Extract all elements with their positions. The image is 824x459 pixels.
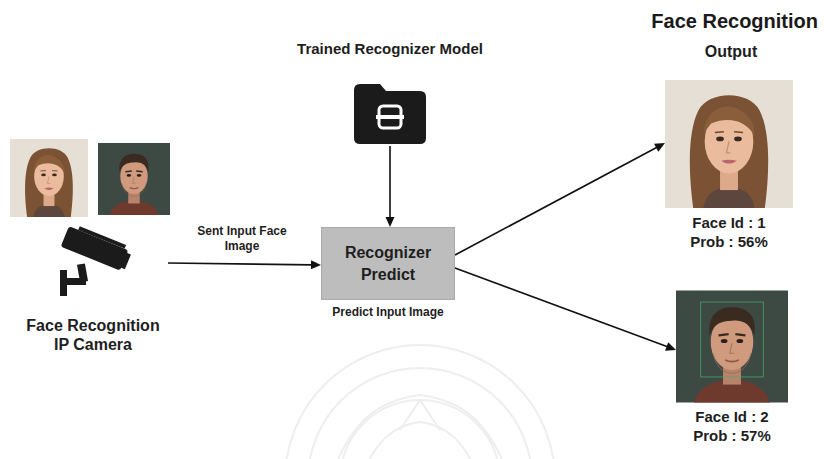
input-face-woman <box>10 138 88 218</box>
connector-arrow <box>455 143 665 255</box>
output-label: Prob : 56% <box>665 233 793 251</box>
model-label: Trained Recognizer Model <box>297 40 483 57</box>
camera-label: Face Recognition IP Camera <box>18 316 168 354</box>
camera-node: Face Recognition IP Camera <box>18 220 168 354</box>
process-label: Recognizer Predict <box>328 242 448 285</box>
diagram-title: Face Recognition <box>651 10 818 33</box>
process-box: Recognizer PredictPredict Input Image <box>321 227 455 300</box>
output-label: Face Id : 1 <box>665 214 793 232</box>
process-caption: Predict Input Image <box>332 305 443 319</box>
seal-rings <box>285 345 555 459</box>
connector-arrow <box>168 260 321 269</box>
arrow-head <box>311 260 321 269</box>
connector-line <box>455 268 668 347</box>
connector-arrow <box>455 268 676 351</box>
input-face-man <box>98 140 170 218</box>
output-node: Face Id : 1Prob : 56% <box>665 78 793 251</box>
output-label: Prob : 57% <box>676 427 788 445</box>
output-label: Face Id : 2 <box>676 408 788 426</box>
connector-line <box>455 147 657 255</box>
connector-line <box>168 263 312 265</box>
output-face-image <box>665 78 793 210</box>
output-node: Face Id : 2Prob : 57% <box>676 288 788 445</box>
edge-label: Sent Input Face Image <box>186 224 298 255</box>
ip-camera-icon <box>52 220 142 300</box>
section-label: Output <box>705 43 757 61</box>
arrow-head <box>386 217 395 227</box>
output-face-image <box>676 288 788 405</box>
arrow-head <box>654 143 665 152</box>
connector-line <box>389 146 391 218</box>
folder-icon <box>350 78 430 146</box>
connector-arrow <box>386 146 395 227</box>
model-node: Trained Recognizer Model <box>297 40 483 146</box>
arrow-head <box>665 342 676 350</box>
